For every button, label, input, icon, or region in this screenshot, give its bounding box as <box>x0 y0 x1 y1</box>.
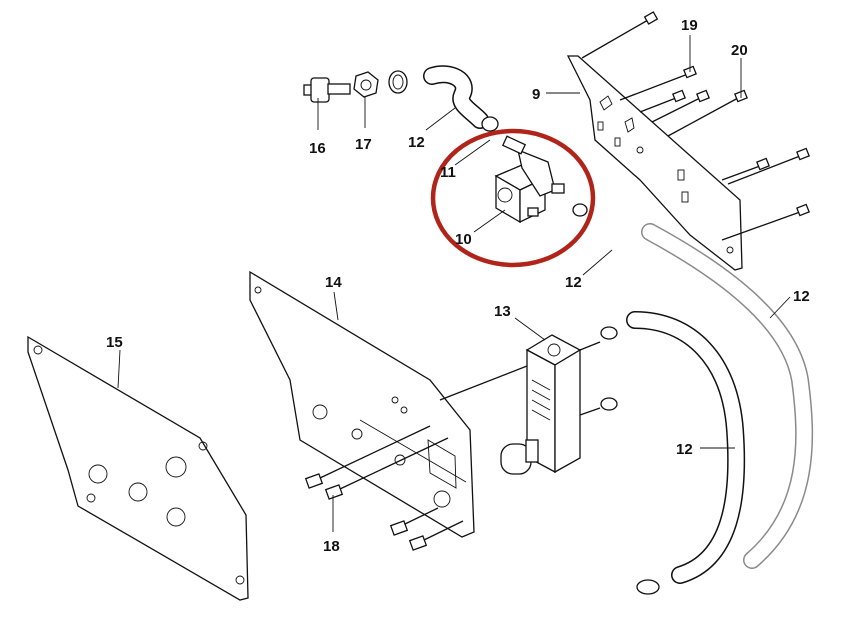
callout-13: 13 <box>494 303 511 320</box>
nut-part-17 <box>353 71 379 98</box>
callout-15: 15 <box>106 334 123 351</box>
gasket-plate-part-15 <box>27 335 249 601</box>
screws-part-19-20 <box>581 11 810 241</box>
callout-10: 10 <box>455 231 472 248</box>
callout-17: 17 <box>355 136 372 153</box>
callout-12-right: 12 <box>793 288 810 305</box>
bracket-plate-part-9 <box>566 55 743 271</box>
callout-20: 20 <box>731 42 748 59</box>
callout-14: 14 <box>325 274 342 291</box>
callout-12-mid: 12 <box>565 274 582 291</box>
callout-16: 16 <box>309 140 326 157</box>
callout-19: 19 <box>681 17 698 34</box>
highlight-circle <box>430 128 596 268</box>
callout-11: 11 <box>440 164 456 181</box>
callout-9: 9 <box>532 86 540 103</box>
callout-12-top: 12 <box>408 134 425 151</box>
leader-lines <box>117 35 791 532</box>
hoses-part-12 <box>423 65 814 584</box>
callout-12-low: 12 <box>676 441 693 458</box>
mounting-plate-part-14 <box>249 270 475 538</box>
hose-clamps <box>600 326 660 595</box>
solenoid-valve-part-10 <box>494 135 588 224</box>
clamp-small <box>388 70 499 132</box>
fitting-part-16 <box>303 77 351 103</box>
screws-part-18 <box>304 425 464 551</box>
manifold-block-part-13 <box>439 334 601 475</box>
callout-18: 18 <box>323 538 340 555</box>
callout-labels: 9 10 11 12 12 12 12 13 14 15 16 17 18 19… <box>106 17 810 555</box>
